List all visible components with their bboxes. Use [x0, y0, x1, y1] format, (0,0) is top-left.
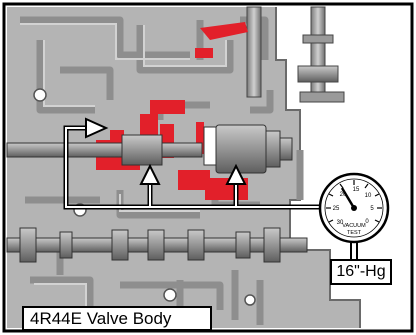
right-cutout-edge — [275, 7, 361, 328]
passage-channels-light — [20, 23, 227, 310]
gauge-num-15: 15 — [353, 187, 360, 193]
stem-cap-mid — [297, 65, 339, 83]
lower-spool-valve — [6, 227, 308, 263]
gauge-num-0: 0 — [365, 219, 369, 225]
stem-foot — [299, 91, 345, 103]
gauge-num-10: 10 — [365, 193, 372, 199]
gauge-reading-box: 16"-Hg — [330, 259, 392, 285]
vacuum-gauge-icon — [318, 172, 390, 244]
stem-cap-top — [302, 34, 334, 44]
gauge-label-top: VACUUM — [342, 223, 366, 229]
gauge-num-20: 20 — [340, 192, 347, 198]
gauge-num-30: 30 — [337, 220, 344, 226]
right-cutout — [276, 7, 409, 328]
caption-text: 4R44E Valve Body — [30, 308, 172, 328]
gauge-reading: 16"-Hg — [336, 263, 386, 280]
gauge-num-5: 5 — [370, 206, 374, 212]
gauge-label-bottom: TEST — [347, 230, 362, 236]
gauge-num-25: 25 — [333, 206, 340, 212]
caption-box: 4R44E Valve Body — [22, 306, 212, 331]
outer-frame — [2, 2, 414, 333]
flow-arrow-icon — [85, 117, 247, 185]
stem-right — [310, 6, 326, 98]
gauge-needle — [340, 187, 356, 209]
stem-left — [246, 6, 262, 98]
